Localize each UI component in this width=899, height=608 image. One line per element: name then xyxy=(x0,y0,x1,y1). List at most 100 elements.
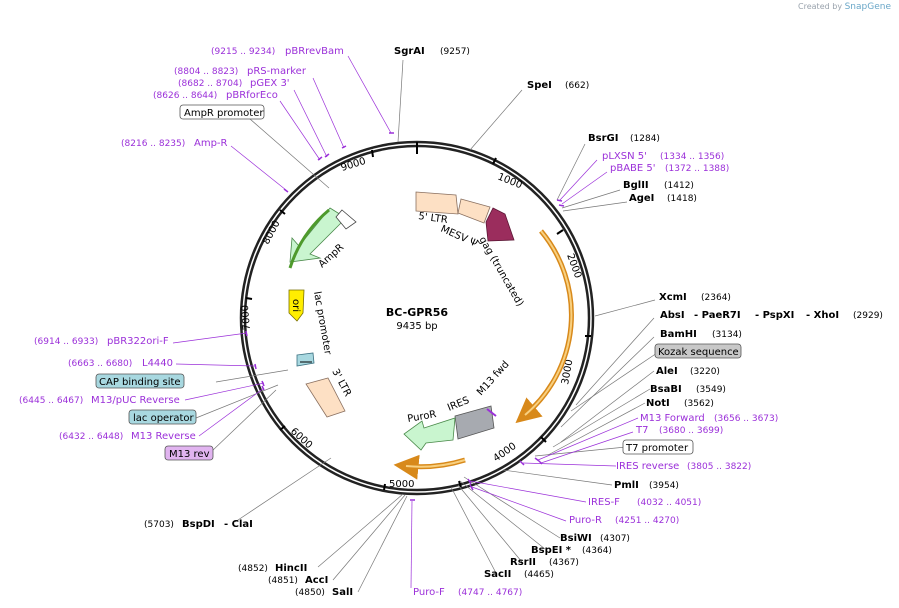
enzyme-pos-bsiwi: (4307) xyxy=(600,534,630,544)
enzyme-xcmi[interactable]: XcmI (2364) xyxy=(659,292,731,303)
enzyme-leaders xyxy=(195,59,661,593)
enzyme-name-acci: AccI xyxy=(305,575,328,586)
primer-name-m13puc: M13/pUC Reverse xyxy=(91,395,180,406)
enzyme-sgrai[interactable]: SgrAI (9257) xyxy=(394,46,470,57)
enzyme-bsiwi[interactable]: BsiWI (4307) xyxy=(560,533,630,544)
feature-label-mesv: MESV Ψ xyxy=(439,224,479,250)
snapgene-credit: Created by SnapGene xyxy=(798,2,891,12)
tick-label-5000: 5000 xyxy=(389,479,414,490)
enzyme-name-bsrgi: BsrGI xyxy=(588,133,618,144)
enzyme-noti[interactable]: NotI (3562) xyxy=(646,398,714,409)
primer-iresrev[interactable]: IRES reverse (3805 .. 3822) xyxy=(616,461,751,472)
primer-pbr322ori[interactable]: (6914 .. 6933) pBR322ori-F xyxy=(34,336,169,347)
primer-pos-iresrev: (3805 .. 3822) xyxy=(687,462,751,472)
primer-iresf[interactable]: IRES-F (4032 .. 4051) xyxy=(588,497,701,508)
primer-m13reverse[interactable]: (6432 .. 6448) M13 Reverse xyxy=(59,431,196,442)
box-ampr-promoter[interactable]: AmpR promoter xyxy=(179,104,265,120)
box-label-m13rev: M13 rev xyxy=(169,449,210,460)
primer-m13forward[interactable]: M13 Forward (3656 .. 3673) xyxy=(640,413,778,424)
enzyme-pos-acci: (4851) xyxy=(268,576,298,586)
enzyme-name-agei: AgeI xyxy=(629,193,654,204)
enzyme-bspdi[interactable]: (5703) BspDI - ClaI xyxy=(144,519,253,530)
primer-name-l4440: L4440 xyxy=(142,358,173,369)
primer-name-puror: Puro-R xyxy=(569,515,602,526)
enzyme-pos-hincii: (4852) xyxy=(238,564,268,574)
enzyme-bsrgi[interactable]: BsrGI (1284) xyxy=(588,133,660,144)
enzyme-bglii[interactable]: BglII (1412) xyxy=(623,180,694,191)
primer-prsmarker[interactable]: (8804 .. 8823) pRS-marker xyxy=(174,66,307,77)
primer-pos-iresf: (4032 .. 4051) xyxy=(637,498,701,508)
enzyme-pmli[interactable]: PmlI (3954) xyxy=(614,480,679,491)
primer-l4440[interactable]: (6663 .. 6680) L4440 xyxy=(68,358,173,369)
enzyme-spei[interactable]: SpeI (662) xyxy=(527,80,589,91)
primer-name-pbrforeco: pBRforEco xyxy=(226,90,278,101)
enzyme-pos-bglii: (1412) xyxy=(664,181,694,191)
primer-pos-pgex3: (8682 .. 8704) xyxy=(178,79,242,89)
primer-ampr[interactable]: (8216 .. 8235) Amp-R xyxy=(121,138,228,149)
plasmid-size: 9435 bp xyxy=(396,321,437,332)
box-kozak[interactable]: Kozak sequence xyxy=(654,343,742,359)
box-label-kozak: Kozak sequence xyxy=(658,347,739,358)
enzyme-bsabi[interactable]: BsaBI (3549) xyxy=(650,384,726,395)
enzyme-name-bsiwi: BsiWI xyxy=(560,533,592,544)
enzyme-name-hincii: HincII xyxy=(275,563,307,574)
enzyme-name-paer7i: - PaeR7I xyxy=(694,310,741,321)
primer-name-plxsn5: pLXSN 5' xyxy=(602,151,647,162)
box-lac-operator[interactable]: lac operator xyxy=(128,409,197,425)
enzyme-sali[interactable]: (4850) SalI xyxy=(295,587,353,598)
enzyme-name-rsrii: RsrII xyxy=(510,557,536,568)
enzyme-name-sgrai: SgrAI xyxy=(394,46,425,57)
primer-name-pbr322ori: pBR322ori-F xyxy=(107,336,169,347)
primer-pos-t7: (3680 .. 3699) xyxy=(659,426,723,436)
primer-pos-purof: (4747 .. 4767) xyxy=(458,588,522,598)
enzyme-name-pmli: PmlI xyxy=(614,480,639,491)
primer-name-pgex3: pGEX 3' xyxy=(250,78,290,89)
enzyme-pos-pmli: (3954) xyxy=(649,481,679,491)
enzyme-pos-spei: (662) xyxy=(565,81,589,91)
enzyme-name-bglii: BglII xyxy=(623,180,649,191)
enzyme-bspei[interactable]: BspEI * (4364) xyxy=(531,545,612,556)
enzyme-acci[interactable]: (4851) AccI xyxy=(268,575,328,586)
primer-name-t7: T7 xyxy=(635,425,648,436)
feature-label-m13fwd: M13 fwd xyxy=(475,359,512,398)
enzyme-rsrii[interactable]: RsrII (4367) xyxy=(510,557,579,568)
primer-pbrforeco[interactable]: (8626 .. 8644) pBRforEco xyxy=(153,90,278,101)
feature-puror: PuroR xyxy=(403,409,456,451)
box-t7-promoter[interactable]: T7 promoter xyxy=(622,439,694,455)
feature-label-ampr: AmpR xyxy=(317,242,347,270)
box-cap[interactable]: CAP binding site xyxy=(95,373,185,389)
enzyme-pos-sali: (4850) xyxy=(295,588,325,598)
enzyme-name-bspei: BspEI * xyxy=(531,545,572,556)
primer-name-ampr: Amp-R xyxy=(194,138,228,149)
feature-label-gag: gag (truncated) xyxy=(476,235,525,309)
primer-name-purof: Puro-F xyxy=(413,587,445,598)
primer-m13puc[interactable]: (6445 .. 6467) M13/pUC Reverse xyxy=(19,395,180,406)
primer-pbabe5[interactable]: pBABE 5' (1372 .. 1388) xyxy=(610,163,729,174)
enzyme-hincii[interactable]: (4852) HincII xyxy=(238,563,307,574)
enzyme-name-alei: AleI xyxy=(656,366,678,377)
primer-pbrrevbam[interactable]: (9215 .. 9234) pBRrevBam xyxy=(211,46,344,57)
primer-purof[interactable]: Puro-F (4747 .. 4767) xyxy=(413,587,522,598)
box-m13rev[interactable]: M13 rev xyxy=(164,445,214,461)
enzyme-alei[interactable]: AleI (3220) xyxy=(656,366,720,377)
primer-pgex3[interactable]: (8682 .. 8704) pGEX 3' xyxy=(178,78,290,89)
primer-markers xyxy=(245,132,565,501)
primer-t7[interactable]: T7 (3680 .. 3699) xyxy=(635,425,723,436)
primer-pos-pbrforeco: (8626 .. 8644) xyxy=(153,91,217,101)
tick-label-6000: 6000 xyxy=(288,426,314,451)
primer-plxsn5[interactable]: pLXSN 5' (1334 .. 1356) xyxy=(602,151,724,162)
feature-label-lac-promoter: lac promoter xyxy=(311,291,333,357)
box-label-lac-operator: lac operator xyxy=(133,413,194,424)
primer-name-iresf: IRES-F xyxy=(588,497,620,508)
primer-pos-pbabe5: (1372 .. 1388) xyxy=(665,164,729,174)
enzyme-sacii[interactable]: SacII (4465) xyxy=(484,569,554,580)
enzyme-pos-bamhi: (3134) xyxy=(712,330,742,340)
enzyme-agei[interactable]: AgeI (1418) xyxy=(629,193,697,204)
tick-label-7000: 7000 xyxy=(240,304,253,330)
primer-name-pbabe5: pBABE 5' xyxy=(610,163,656,174)
primer-puror[interactable]: Puro-R (4251 .. 4270) xyxy=(569,515,679,526)
primer-pos-m13reverse: (6432 .. 6448) xyxy=(59,432,123,442)
enzyme-bamhi[interactable]: BamHI (3134) xyxy=(660,329,742,340)
enzyme-absi[interactable]: AbsI - PaeR7I - PspXI - XhoI (2929) xyxy=(660,310,883,321)
primer-name-m13forward: M13 Forward xyxy=(640,413,705,424)
